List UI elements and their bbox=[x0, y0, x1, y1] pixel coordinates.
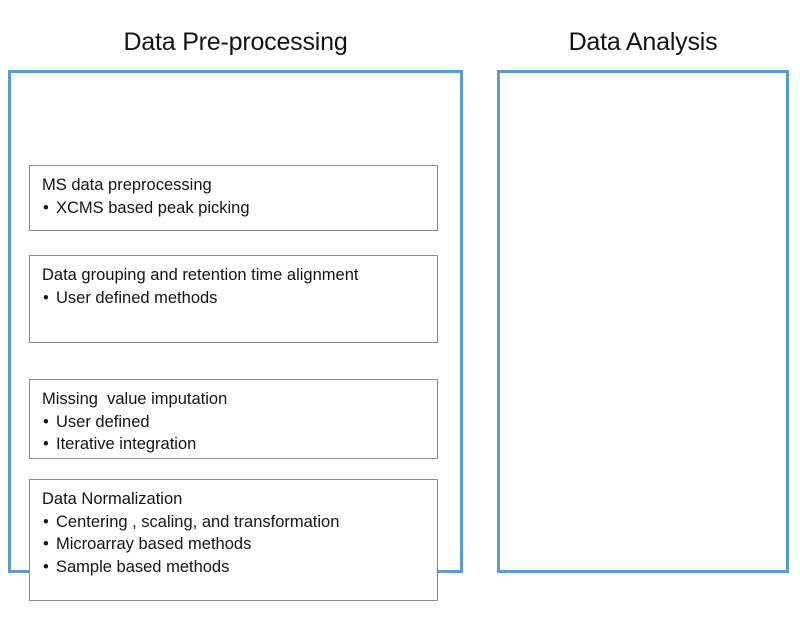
panel-pre-processing: MS data preprocessing XCMS based peak pi… bbox=[8, 70, 463, 601]
card-missing-value-imputation[interactable]: Missing value imputation User defined It… bbox=[29, 379, 438, 459]
diagram-canvas: Data Pre-processing MS data preprocessin… bbox=[0, 0, 800, 600]
card-title: Data Normalization bbox=[42, 490, 183, 508]
bullet-item: XCMS based peak picking bbox=[42, 197, 425, 220]
card-bullet-list: Centering , scaling, and transformation … bbox=[42, 511, 425, 579]
card-bullet-list: User defined Iterative integration bbox=[42, 411, 425, 456]
card-data-normalization[interactable]: Data Normalization Centering , scaling, … bbox=[29, 479, 438, 601]
card-bullet-list: XCMS based peak picking bbox=[42, 197, 425, 220]
bullet-item: Sample based methods bbox=[42, 556, 425, 579]
card-data-grouping[interactable]: Data grouping and retention time alignme… bbox=[29, 255, 438, 343]
panel-data-analysis: Data Analysis Univariate Multivariate Ma… bbox=[497, 70, 789, 573]
bullet-item: Centering , scaling, and transformation bbox=[42, 511, 425, 534]
bullet-item: Microarray based methods bbox=[42, 533, 425, 556]
card-title: Missing value imputation bbox=[42, 390, 228, 408]
column-title-data-analysis: Data Analysis bbox=[568, 28, 718, 56]
card-bullet-list: User defined methods bbox=[42, 287, 425, 310]
bullet-item: Iterative integration bbox=[42, 433, 425, 456]
column-title-pre-processing: Data Pre-processing bbox=[123, 28, 348, 56]
bullet-item: User defined bbox=[42, 411, 425, 434]
bullet-item: User defined methods bbox=[42, 287, 425, 310]
card-ms-data-preprocessing[interactable]: MS data preprocessing XCMS based peak pi… bbox=[29, 165, 438, 231]
card-title: MS data preprocessing bbox=[42, 176, 212, 194]
card-title: Data grouping and retention time alignme… bbox=[42, 266, 359, 284]
